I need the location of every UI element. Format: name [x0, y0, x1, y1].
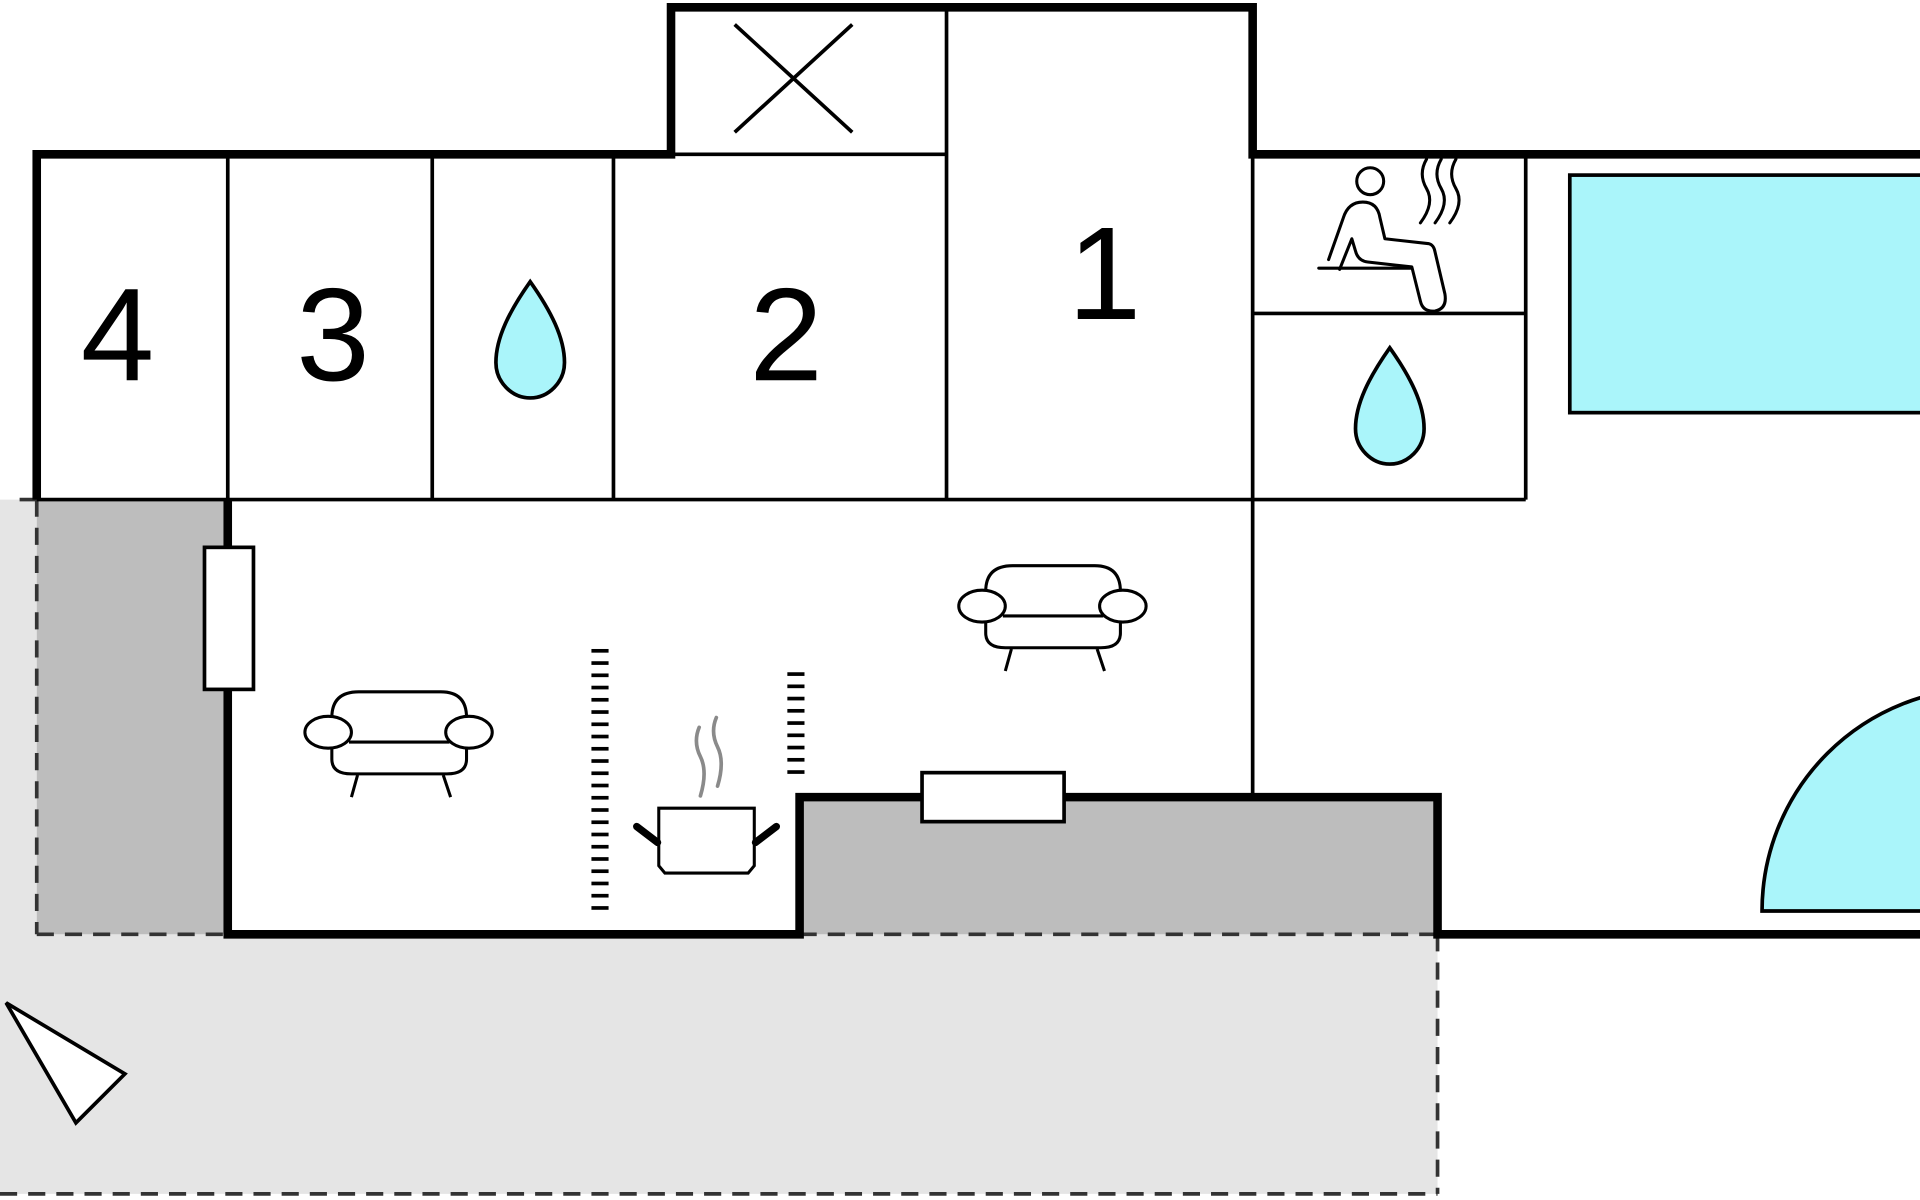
window-icon [920, 770, 1066, 824]
room-label-4: 4 [81, 261, 155, 409]
kitchen-counter-right [787, 672, 805, 774]
whirlpool-icon [1760, 695, 1920, 913]
north-arrow-icon [4, 1001, 128, 1126]
cooking-pot-icon [633, 715, 780, 875]
sofa-icon [303, 690, 494, 798]
sauna-icon [1317, 157, 1461, 313]
sofa-icon [957, 564, 1148, 672]
pool-icon [1567, 173, 1920, 415]
room-label-1: 1 [1068, 200, 1142, 348]
water-drop-icon [494, 278, 567, 400]
room-label-3: 3 [296, 261, 370, 409]
covered-terrace-right [799, 797, 1438, 935]
terrace-outline [0, 497, 1440, 1196]
window-icon [202, 545, 256, 692]
terrace-area [0, 499, 1438, 1194]
kitchen-counter-left [591, 648, 609, 910]
covered-terrace-left [36, 499, 228, 935]
room-label-2: 2 [749, 261, 823, 409]
cross-icon [733, 23, 854, 134]
water-drop-icon [1353, 344, 1426, 466]
interior-walls [36, 7, 1528, 798]
